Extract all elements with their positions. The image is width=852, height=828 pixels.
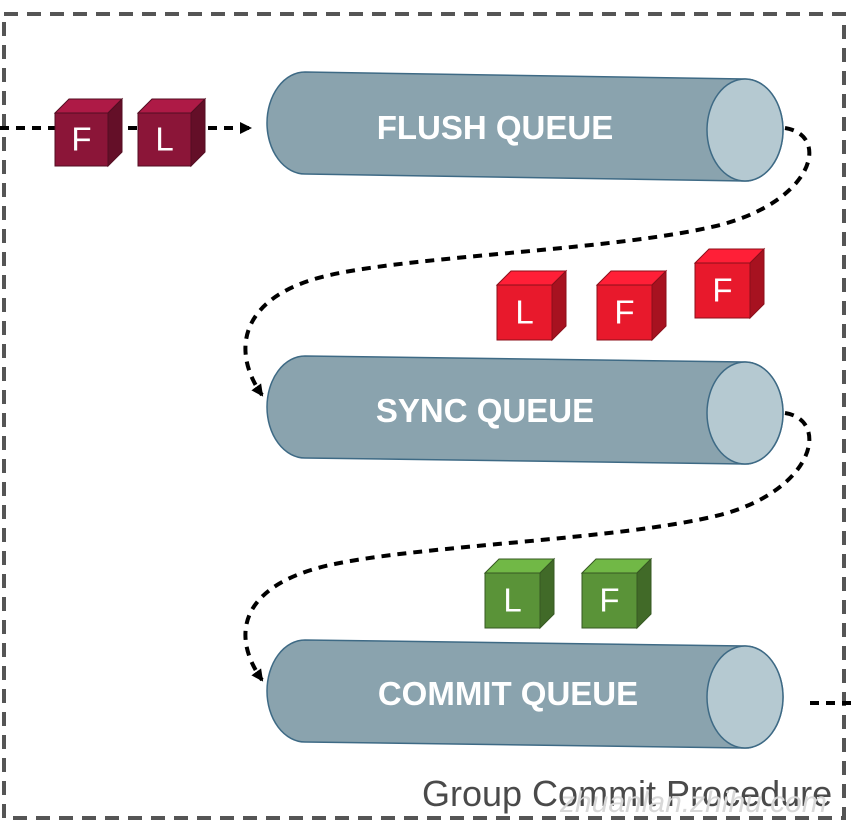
cube-after-flush-2-label: F [712, 272, 732, 309]
cube-after-sync-1-label: F [599, 582, 619, 619]
sync-queue: SYNC QUEUE [266, 355, 784, 465]
commit-queue: COMMIT QUEUE [266, 639, 784, 749]
cube-after-sync-0-label: L [503, 582, 521, 619]
cube-incoming-0-label: F [71, 121, 91, 158]
flush-queue: FLUSH QUEUE [266, 71, 784, 182]
commit-queue-label: COMMIT QUEUE [378, 675, 638, 712]
procedure-boundary [2, 12, 846, 820]
cube-after-sync-0: L [483, 557, 556, 630]
sync-to-commit-arrow [243, 411, 812, 682]
cube-after-flush-0-label: L [515, 294, 533, 331]
watermark: zhuanlan.zhihu.com [559, 786, 827, 819]
cube-after-flush-0: L [495, 269, 568, 342]
cube-after-sync-1: F [580, 557, 653, 630]
cube-incoming-0: F [53, 97, 124, 168]
diagram-caption: Group Commit Procedure [422, 773, 832, 814]
cube-after-flush-2: F [693, 247, 766, 320]
transaction-cubes: F L L F F L F [53, 97, 766, 630]
cube-after-flush-1: F [595, 269, 668, 342]
sync-queue-label: SYNC QUEUE [376, 392, 594, 429]
cube-after-flush-1-label: F [614, 294, 634, 331]
cube-incoming-1: L [136, 97, 207, 168]
cube-incoming-1-label: L [155, 121, 173, 158]
flush-to-sync-arrow [243, 126, 812, 397]
flush-queue-label: FLUSH QUEUE [377, 109, 614, 146]
